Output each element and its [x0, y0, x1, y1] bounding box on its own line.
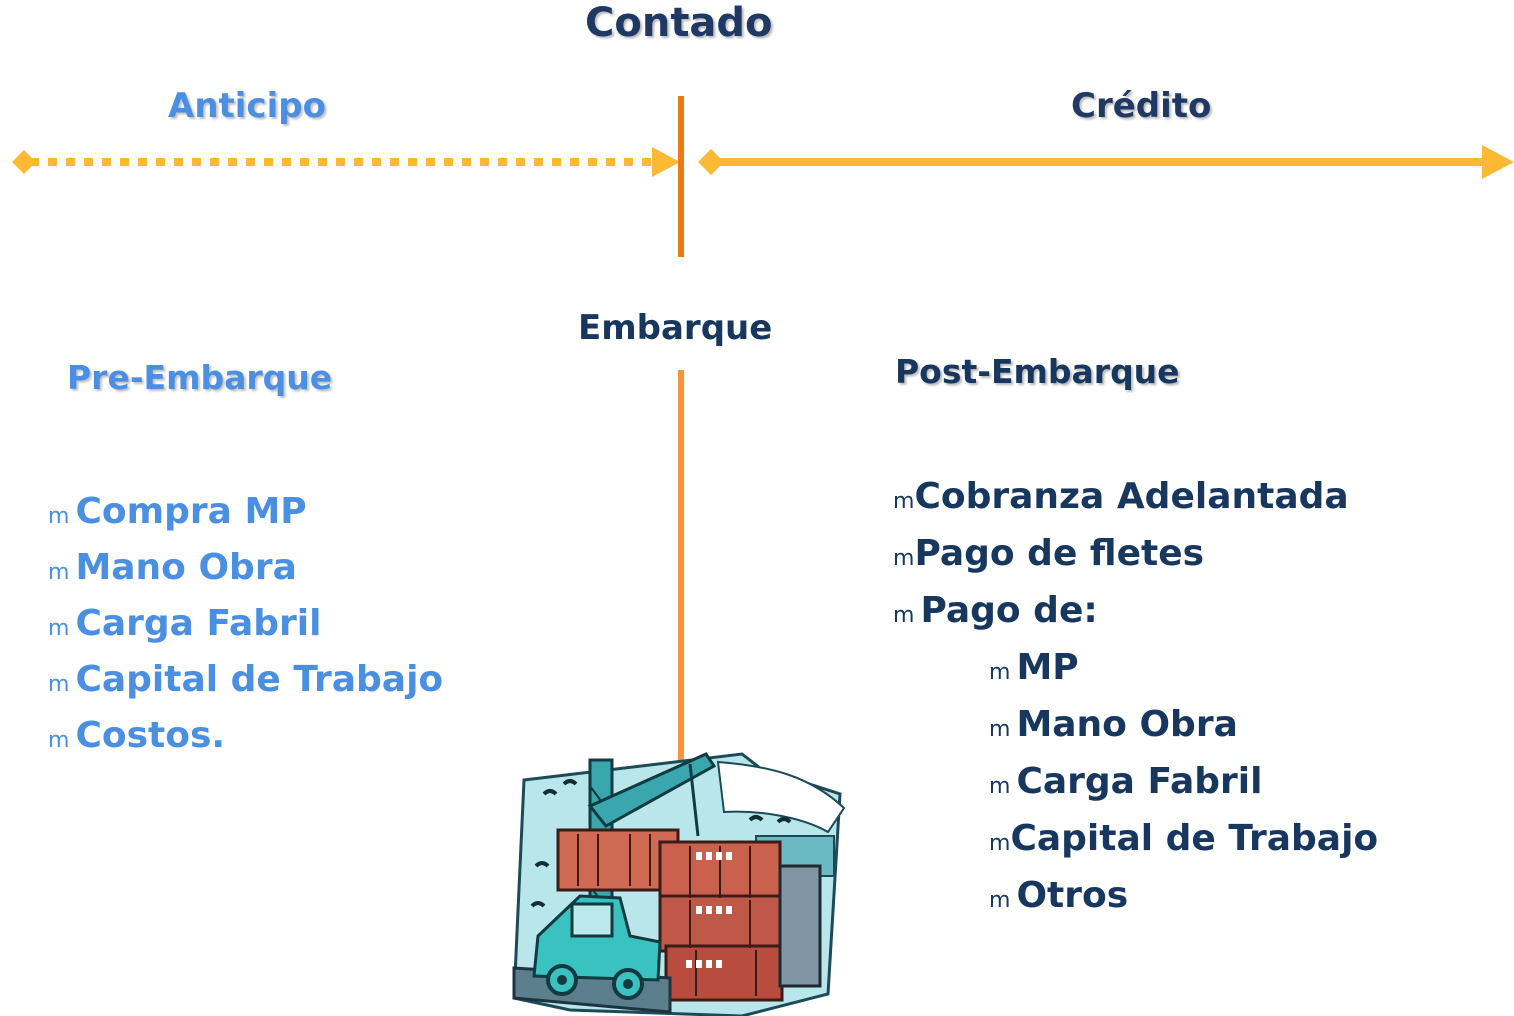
bullet-icon: m [989, 774, 1011, 799]
anticipo-arrowhead [652, 147, 680, 177]
bullet-icon: m [893, 489, 915, 514]
sub-list-item: mCapital de Trabajo [893, 813, 1378, 870]
bullet-icon: m [989, 660, 1011, 685]
list-item: mPago de fletes [893, 528, 1378, 585]
list-item: mCobranza Adelantada [893, 471, 1378, 528]
anticipo-title: Anticipo [168, 86, 326, 126]
bullet-icon: m [48, 560, 70, 585]
credito-arrowhead [1482, 145, 1514, 179]
embarque-label: Embarque [578, 308, 773, 348]
bullet-icon: m [989, 717, 1011, 742]
bullet-icon: m [48, 672, 70, 697]
bullet-icon: m [989, 831, 1011, 856]
bullet-icon: m [893, 603, 915, 628]
cargo-port-clipart-icon [512, 752, 846, 1016]
bullet-icon: m [48, 504, 70, 529]
pre-embarque-title: Pre-Embarque [67, 358, 333, 397]
left-diamond-marker [12, 150, 36, 174]
bullet-icon: m [48, 616, 70, 641]
bullet-icon: m [893, 546, 915, 571]
bullet-icon: m [48, 728, 70, 753]
post-embarque-title: Post-Embarque [895, 352, 1180, 391]
bullet-icon: m [989, 888, 1011, 913]
right-diamond-marker [698, 149, 724, 175]
contado-title: Contado [585, 0, 773, 46]
credito-title: Crédito [1071, 86, 1212, 126]
